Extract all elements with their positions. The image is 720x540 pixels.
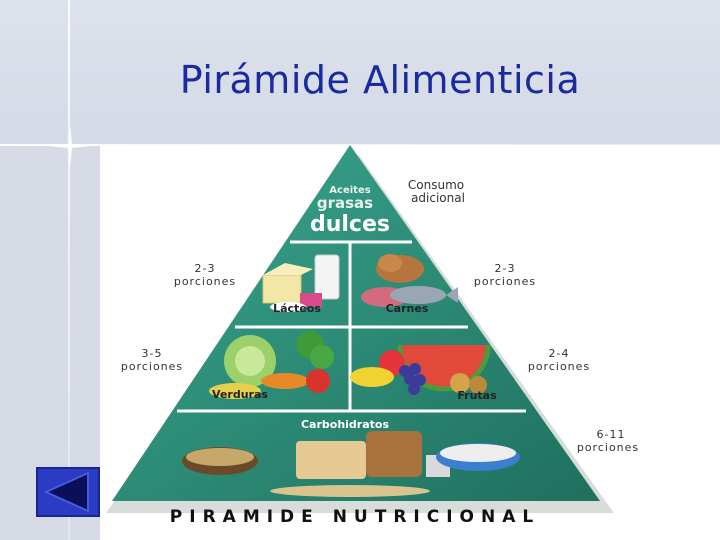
carbohydrates-portion-word: porciones: [566, 442, 650, 454]
vegetables-portion-number: 3-5: [112, 348, 192, 360]
fruits-portion-word: porciones: [514, 361, 604, 373]
additional-consumption-line2: adicional: [396, 192, 480, 204]
fats-label: grasas: [310, 197, 380, 209]
carbohydrates-label: Carbohidratos: [280, 419, 410, 431]
sparkle-icon: [48, 124, 92, 168]
meat-portion-word: porciones: [460, 276, 550, 288]
dairy-portion-word: porciones: [160, 276, 250, 288]
meat-label: Carnes: [372, 303, 442, 315]
pyramid-footer-title: PIRAMIDE NUTRICIONAL: [100, 507, 610, 527]
slide-title: Pirámide Alimenticia: [0, 58, 720, 102]
back-button[interactable]: [36, 467, 100, 517]
carbohydrates-portion-number: 6-11: [576, 429, 646, 441]
meat-portion-number: 2-3: [470, 263, 540, 275]
fruits-label: Frutas: [442, 390, 512, 402]
fruits-portion-number: 2-4: [524, 348, 594, 360]
triangle-left-icon: [38, 469, 98, 515]
dairy-label: Lácteos: [262, 303, 332, 315]
dairy-portion-number: 2-3: [170, 263, 240, 275]
vegetables-label: Verduras: [200, 389, 280, 401]
additional-consumption-line1: Consumo: [396, 179, 476, 191]
vegetables-portion-word: porciones: [104, 361, 200, 373]
food-pyramid-figure: Aceites grasas dulces Consumo adicional …: [100, 145, 650, 525]
sweets-label: dulces: [300, 213, 400, 237]
